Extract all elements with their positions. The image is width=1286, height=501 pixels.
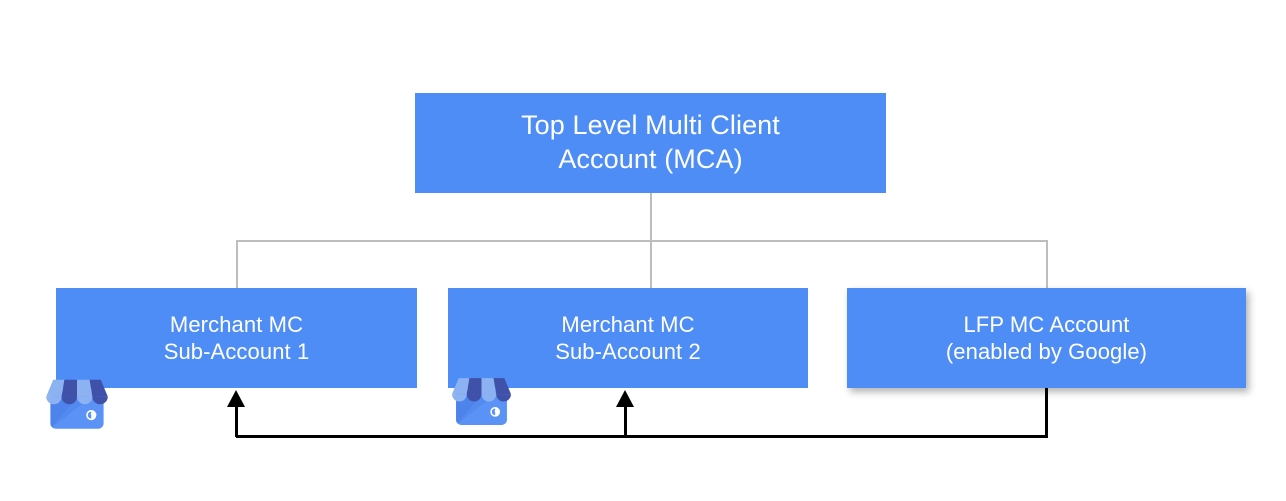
node-merchant-sub-account-2-line2: Sub-Account 2 bbox=[555, 339, 701, 364]
node-top-level-mca-line1: Top Level Multi Client bbox=[521, 110, 780, 141]
node-lfp-mc-account-line1: LFP MC Account bbox=[963, 311, 1130, 337]
feedback-connector-to-sub1 bbox=[235, 404, 238, 437]
node-merchant-sub-account-2[interactable]: Merchant MC Sub-Account 2 bbox=[448, 288, 808, 388]
feedback-connector-bar bbox=[236, 435, 1048, 438]
connector-drop-sub2 bbox=[650, 240, 652, 290]
google-business-profile-icon bbox=[46, 379, 108, 429]
node-lfp-mc-account-line2: (enabled by Google) bbox=[945, 339, 1148, 364]
node-merchant-sub-account-1-line1: Merchant MC bbox=[169, 311, 304, 337]
google-business-profile-icon bbox=[452, 378, 511, 425]
node-lfp-mc-account[interactable]: LFP MC Account (enabled by Google) bbox=[847, 288, 1246, 388]
arrowhead-to-sub2 bbox=[616, 390, 634, 407]
arrowhead-to-sub1 bbox=[227, 390, 245, 407]
feedback-connector-to-sub2 bbox=[624, 404, 627, 437]
node-merchant-sub-account-1[interactable]: Merchant MC Sub-Account 1 bbox=[56, 288, 417, 388]
feedback-connector-from-lfp bbox=[1045, 388, 1048, 438]
node-merchant-sub-account-2-line1: Merchant MC bbox=[561, 311, 695, 337]
connector-horizontal-bar bbox=[236, 240, 1048, 242]
connector-drop-sub1 bbox=[236, 240, 238, 290]
node-merchant-sub-account-1-line2: Sub-Account 1 bbox=[163, 339, 310, 364]
node-top-level-mca[interactable]: Top Level Multi Client Account (MCA) bbox=[415, 93, 886, 193]
connector-drop-lfp bbox=[1046, 240, 1048, 290]
node-top-level-mca-line2: Account (MCA) bbox=[558, 144, 743, 174]
connector-mca-stem bbox=[650, 193, 652, 242]
